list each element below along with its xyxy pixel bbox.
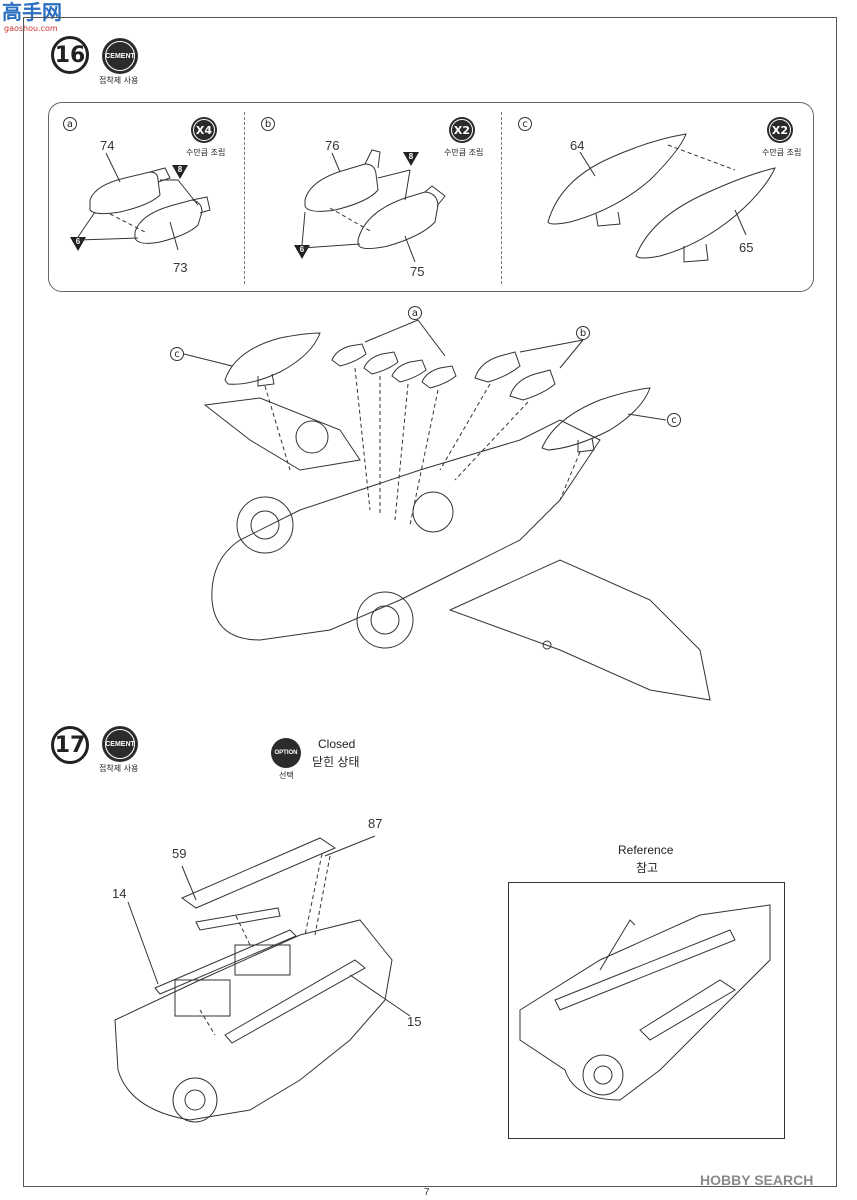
- aircraft-assembly-drawing: [203, 397, 711, 701]
- callout-b: b: [576, 326, 590, 340]
- bombs-b-drawing: [474, 351, 556, 401]
- drop-tank-65-drawing: [635, 167, 776, 263]
- bombs-a-drawing: [331, 343, 457, 389]
- cement-note: 접착제 사용: [99, 76, 139, 85]
- drop-tank-64-drawing: [547, 133, 687, 227]
- part-15: 15: [407, 1014, 422, 1029]
- reference-box: [508, 882, 785, 1139]
- multiplier-a-note: 수만큼 조립: [186, 148, 226, 157]
- marker-8-icon: 8: [172, 165, 188, 179]
- part-87: 87: [368, 816, 383, 831]
- panel-c-label: c: [518, 117, 532, 131]
- page-frame: [23, 17, 837, 1187]
- subassembly-panel: [48, 102, 814, 292]
- part-73: 73: [173, 260, 188, 275]
- closed-label: Closed: [318, 737, 356, 751]
- callout-c-left: c: [170, 347, 184, 361]
- panel-b-label: b: [261, 117, 275, 131]
- reference-aircraft-drawing: [519, 904, 771, 1101]
- option-icon: OPTION: [271, 738, 301, 768]
- watermark-url: gaoshou.com: [4, 24, 58, 33]
- part-14: 14: [112, 886, 127, 901]
- drop-tank-left-drawing: [224, 332, 321, 387]
- bomb-bay-drawing: [114, 837, 393, 1123]
- page-number: 7: [424, 1187, 430, 1198]
- multiplier-a-icon: X4: [191, 117, 217, 143]
- bomb-75-drawing: [357, 185, 446, 250]
- callout-c-right: c: [667, 413, 681, 427]
- hobby-search-watermark: HOBBY SEARCH: [700, 1172, 814, 1188]
- option-note: 선택: [279, 771, 294, 780]
- part-74: 74: [100, 138, 115, 153]
- multiplier-c-note: 수만큼 조립: [762, 148, 802, 157]
- step-16-badge: 16: [51, 36, 89, 74]
- reference-label-korean: 참고: [636, 861, 659, 875]
- reference-label: Reference: [618, 843, 674, 857]
- multiplier-b-note: 수만큼 조립: [444, 148, 484, 157]
- part-59: 59: [172, 846, 187, 861]
- part-65: 65: [739, 240, 754, 255]
- panel-divider: [501, 112, 502, 284]
- cement-note: 접착제 사용: [99, 764, 139, 773]
- part-75: 75: [410, 264, 425, 279]
- bomb-73-drawing: [134, 196, 211, 244]
- multiplier-b-icon: X2: [449, 117, 475, 143]
- cement-icon: CEMENT: [102, 726, 138, 762]
- marker-6-icon: 6: [70, 237, 86, 251]
- callout-a: a: [408, 306, 422, 320]
- closed-label-korean: 닫힌 상태: [312, 755, 360, 769]
- panel-divider: [244, 112, 245, 284]
- part-76: 76: [325, 138, 340, 153]
- step-17-badge: 17: [51, 726, 89, 764]
- part-64: 64: [570, 138, 585, 153]
- panel-a-label: a: [63, 117, 77, 131]
- marker-8-icon: 8: [403, 152, 419, 166]
- bomb-76-drawing: [304, 149, 381, 212]
- multiplier-c-icon: X2: [767, 117, 793, 143]
- cement-icon: CEMENT: [102, 38, 138, 74]
- marker-6-icon: 6: [294, 245, 310, 259]
- drop-tank-right-drawing: [541, 387, 651, 453]
